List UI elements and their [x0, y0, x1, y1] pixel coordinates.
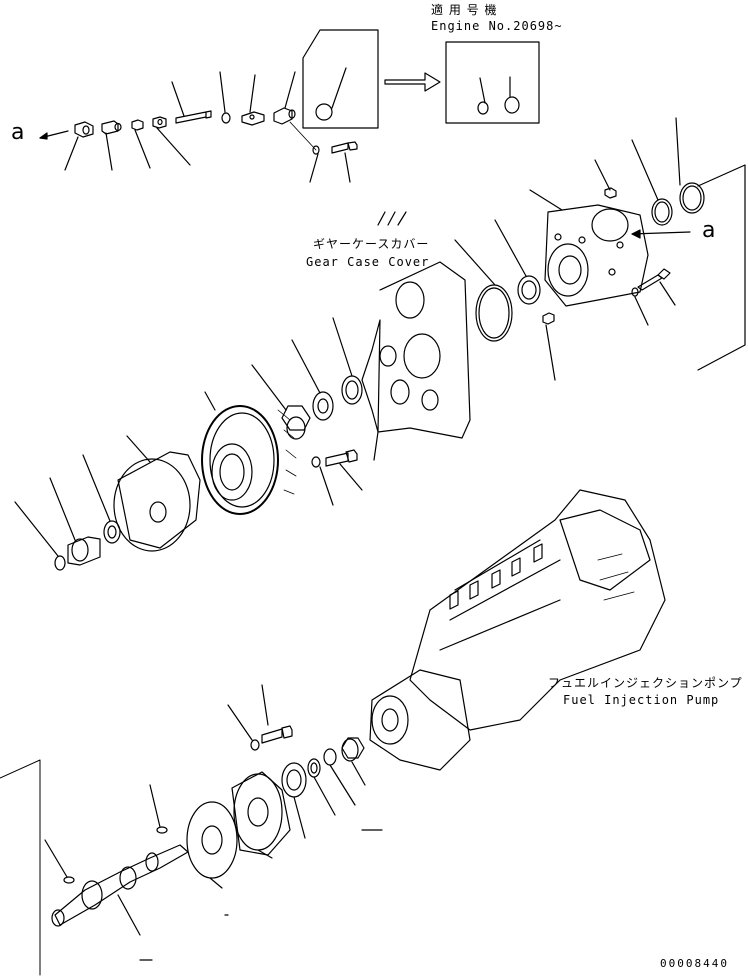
- fuel-injection-pump: [369, 489, 666, 771]
- seal-ring-part: [651, 198, 673, 226]
- elbow-part: [273, 107, 296, 125]
- drive-gear-stack: [14, 317, 363, 571]
- applicability-title: 適 用 号 機: [431, 3, 498, 17]
- top-fittings-row: [39, 71, 358, 183]
- sleeve-part: [101, 120, 122, 135]
- drive-case-assembly: [454, 117, 746, 381]
- small-bolt-part: [331, 141, 358, 154]
- o-ring-part: [679, 182, 705, 214]
- gear-case-cover-label-jp: ギヤーケースカバー: [313, 237, 430, 251]
- pipe-bolt-part: [175, 110, 212, 124]
- gear-case-cover: [361, 211, 471, 461]
- lower-drive-parts: [0, 684, 383, 976]
- gasket-part: [241, 111, 265, 126]
- nut-part: [74, 121, 94, 138]
- nut-part-2: [152, 116, 167, 129]
- reference-mark-right: a: [702, 218, 716, 243]
- engine-serial-range: Engine No.20698~: [431, 19, 563, 33]
- document-number: 00008440: [660, 957, 729, 970]
- fuel-injection-pump-label-en: Fuel Injection Pump: [563, 693, 720, 707]
- oil-seal-part: [517, 275, 541, 305]
- large-o-ring-part: [475, 284, 513, 342]
- small-washer-part: [312, 145, 320, 155]
- reference-mark-left: a: [11, 120, 25, 145]
- gear-case-cover-label-en: Gear Case Cover: [306, 255, 430, 269]
- applicability-inset: [302, 29, 540, 129]
- fitting-part: [131, 119, 144, 131]
- fuel-injection-pump-label-jp: フュエルインジェクションポンプ: [548, 676, 743, 690]
- washer-part: [221, 112, 231, 124]
